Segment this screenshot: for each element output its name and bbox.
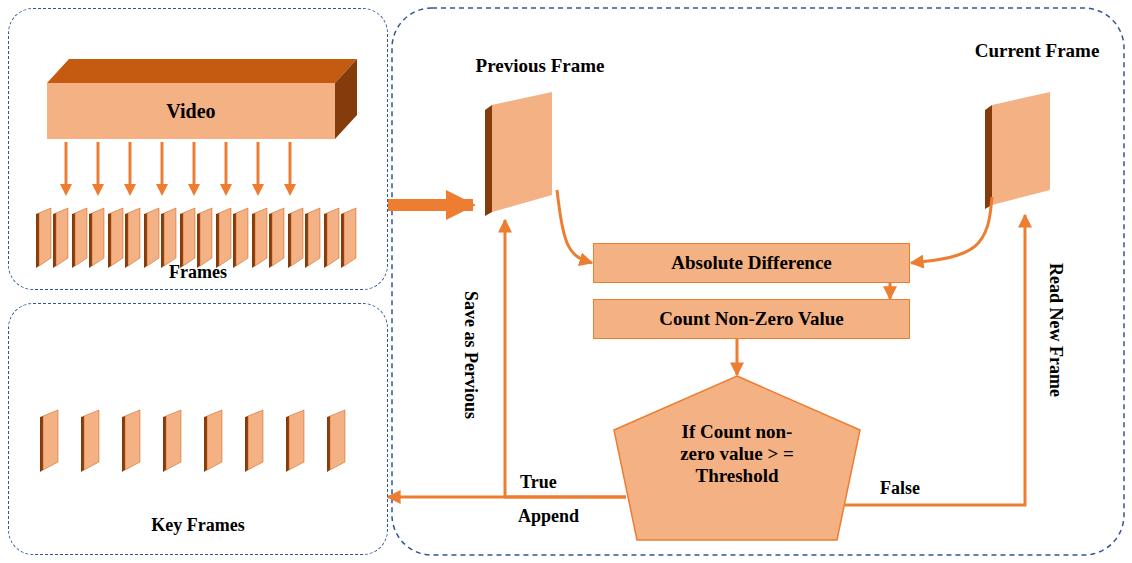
frame-stack: [36, 208, 356, 268]
branch-label: False: [880, 478, 920, 499]
node-label: Absolute Difference: [604, 252, 899, 274]
decision-text: If Count non-zero value > = Threshold: [674, 421, 800, 487]
node-label: Count Non-Zero Value: [604, 308, 899, 330]
node-label: Frames: [169, 262, 227, 283]
previous-frame: Previous Frame: [465, 55, 615, 220]
branch-label: True: [520, 472, 557, 493]
decision-pentagon: If Count non-zero value > = Threshold: [612, 375, 862, 542]
flow-arrow: [911, 197, 992, 263]
process-panel: [392, 8, 1124, 555]
edge-label: Append: [515, 506, 582, 527]
flow-arrow: [736, 339, 739, 375]
node-label: Key Frames: [151, 515, 244, 536]
process-box: Count Non-Zero Value: [593, 299, 910, 339]
flow-arrow: [557, 190, 592, 263]
flow-arrow: [889, 283, 892, 299]
current-frame: Current Frame: [962, 40, 1112, 215]
current-frame-sheet: [985, 92, 1050, 209]
split-arrows: [60, 142, 296, 196]
key-frame-stack: [40, 410, 345, 472]
previous-frame-sheet: [485, 92, 552, 216]
edge-label: Save as Pervious: [460, 288, 481, 422]
video-box: Video: [39, 57, 364, 142]
node-label: Current Frame: [975, 40, 1100, 62]
node-label: Video: [47, 83, 335, 139]
block-arrow: [388, 199, 473, 211]
frames-panel: Frames Video: [8, 8, 388, 290]
node-label: Previous Frame: [476, 55, 605, 77]
process-box: Absolute Difference: [593, 243, 910, 283]
key-frames-panel: Key Frames: [8, 303, 388, 555]
edge-label: Read New Frame: [1045, 260, 1066, 400]
